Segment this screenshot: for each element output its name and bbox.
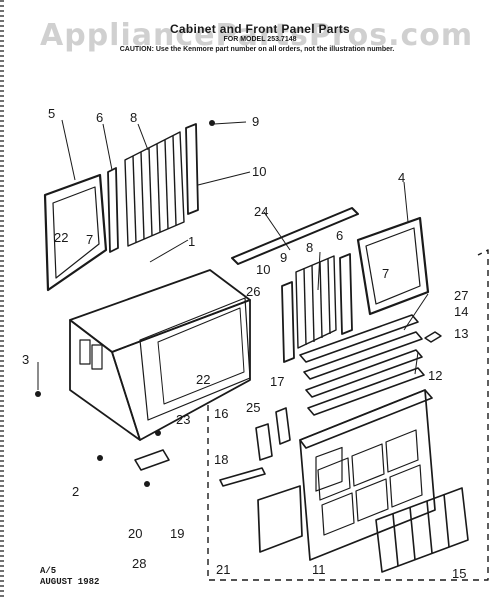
cabinet [69, 269, 251, 441]
bracket-16 [255, 423, 273, 461]
callout-12: 12 [428, 368, 442, 383]
leader-lines [37, 119, 429, 390]
callout-22-bottom: 22 [196, 372, 210, 387]
callout-16: 16 [214, 406, 228, 421]
callout-11: 11 [312, 562, 326, 577]
louver-left [124, 131, 185, 247]
callout-6-right: 6 [336, 228, 343, 243]
callout-17: 17 [270, 374, 284, 389]
callout-7-left: 7 [86, 232, 93, 247]
filter [375, 487, 469, 573]
mounting-bracket [134, 449, 170, 471]
callout-23: 23 [176, 412, 190, 427]
rail-set [299, 314, 425, 416]
callout-27: 27 [454, 288, 468, 303]
post-right [339, 253, 353, 335]
callout-9: 9 [252, 114, 259, 129]
callout-4: 4 [398, 170, 405, 185]
callout-20: 20 [128, 526, 142, 541]
callout-8: 8 [130, 110, 137, 125]
callout-22-top: 22 [54, 230, 68, 245]
callout-6: 6 [96, 110, 103, 125]
handle [219, 467, 266, 487]
callout-28: 28 [132, 556, 146, 571]
callout-8-right: 8 [306, 240, 313, 255]
scan-edge [0, 0, 4, 600]
callout-1: 1 [188, 234, 195, 249]
callout-14: 14 [454, 304, 468, 319]
callout-7: 7 [382, 266, 389, 281]
assembly-boundary [207, 249, 489, 581]
callout-2: 2 [72, 484, 79, 499]
callout-25: 25 [246, 400, 260, 415]
caution-note: CAUTION: Use the Kenmore part number on … [119, 46, 395, 53]
model-line: FOR MODEL 253.7148 [223, 36, 297, 43]
side-frame-left [43, 173, 108, 292]
callout-10: 10 [252, 164, 266, 179]
callout-24: 24 [254, 204, 268, 219]
screws [35, 120, 215, 487]
front-panel [299, 389, 436, 561]
callout-10-right: 10 [256, 262, 270, 277]
post-left [107, 167, 119, 253]
callout-15: 15 [452, 566, 466, 581]
callout-3: 3 [22, 352, 29, 367]
side-frame-right [356, 216, 430, 316]
callout-21: 21 [216, 562, 230, 577]
watermark: AppliancePartsPros.com [40, 18, 474, 53]
callout-9-right: 9 [280, 250, 287, 265]
callout-5: 5 [48, 106, 55, 121]
page-code: A/5 [40, 566, 57, 576]
louver-right [295, 255, 337, 349]
top-bar [231, 207, 359, 265]
callout-26: 26 [246, 284, 260, 299]
callout-13: 13 [454, 326, 468, 341]
diagram-title: Cabinet and Front Panel Parts [169, 22, 351, 36]
strip-left [185, 123, 199, 215]
callout-18: 18 [214, 452, 228, 467]
clip [424, 331, 442, 343]
access-door [257, 485, 303, 553]
publication-date: AUGUST 1982 [40, 577, 100, 587]
bracket-17 [275, 407, 291, 445]
strip-right [281, 281, 295, 363]
callout-19: 19 [170, 526, 184, 541]
